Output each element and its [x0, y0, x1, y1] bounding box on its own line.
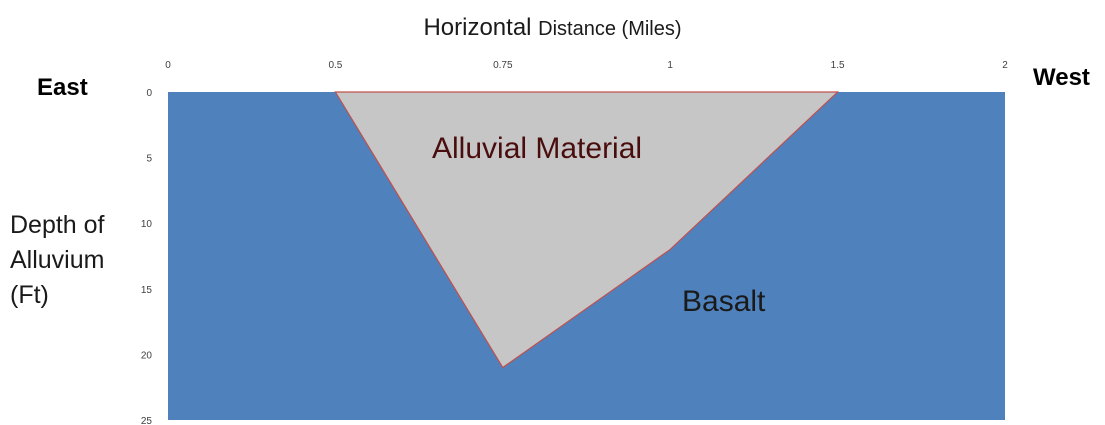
x-axis-title-rest: Distance (Miles): [538, 18, 682, 40]
y-tick-label: 10: [141, 219, 153, 230]
alluvial-material-label: Alluvial Material: [432, 132, 643, 165]
y-tick-label: 5: [146, 154, 152, 165]
west-label: West: [1033, 64, 1090, 91]
y-tick-label: 15: [141, 285, 153, 296]
y-axis-title: Depth of Alluvium (Ft): [10, 208, 105, 313]
y-axis-ticks: 0 5 10 15 20 25: [141, 88, 153, 425]
east-label: East: [37, 74, 88, 101]
x-tick-label: 0.75: [493, 60, 513, 71]
x-tick-label: 2: [1002, 60, 1008, 71]
y-axis-title-line: Depth of: [10, 211, 105, 239]
plot-area: [168, 91, 1005, 420]
alluvial-area: [334, 91, 840, 369]
y-tick-label: 25: [141, 416, 153, 425]
x-tick-label: 1.5: [831, 60, 845, 71]
x-axis-title-main: Horizontal: [423, 14, 532, 41]
x-tick-label: 1: [667, 60, 673, 71]
basalt-label: Basalt: [682, 285, 766, 318]
x-tick-label: 0: [165, 60, 171, 71]
x-axis-ticks: 0 0.5 0.75 1 1.5 2: [165, 60, 1008, 71]
x-axis-title: Horizontal Distance (Miles): [0, 14, 1105, 42]
x-tick-label: 0.5: [328, 60, 342, 71]
y-axis-title-line: Alluvium: [10, 246, 105, 274]
y-axis-title-line: (Ft): [10, 281, 49, 309]
y-tick-label: 20: [141, 350, 153, 361]
y-tick-label: 0: [146, 88, 152, 99]
